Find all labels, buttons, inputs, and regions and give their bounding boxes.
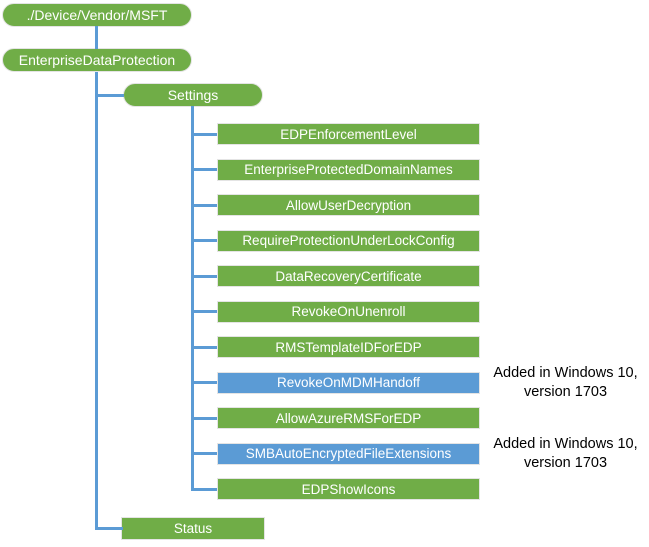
tree-node-smbautoencryptedfileextensions: SMBAutoEncryptedFileExtensions xyxy=(217,442,480,465)
tree-node-datarecoverycertificate: DataRecoveryCertificate xyxy=(217,265,480,287)
annotation-line2: version 1703 xyxy=(523,454,608,471)
tree-node-allowazurermsforedp: AllowAzureRMSForEDP xyxy=(217,407,480,429)
connector-branch-settings xyxy=(96,94,124,97)
tree-node-revokeonunenroll: RevokeOnUnenroll xyxy=(217,300,480,323)
annotation-line2: version 1703 xyxy=(523,383,608,400)
connector-branch-child xyxy=(192,274,217,278)
node-status: Status xyxy=(121,517,265,540)
connector-branch-child xyxy=(192,310,217,313)
tree-node-edpshowicons: EDPShowIcons xyxy=(217,478,480,500)
connector-branch-child xyxy=(192,487,217,491)
connector-branch-child xyxy=(192,203,217,207)
annotation-added-windows10: Added in Windows 10, version 1703 xyxy=(482,364,649,402)
connector-root-to-edp xyxy=(95,26,98,49)
node-root-path: ./Device/Vendor/MSFT xyxy=(2,3,192,27)
node-enterprise-data-protection: EnterpriseDataProtection xyxy=(2,48,192,72)
connector-branch-child xyxy=(192,381,217,384)
tree-node-rmstemplateidforedp: RMSTemplateIDForEDP xyxy=(217,336,480,358)
connector-branch-child xyxy=(192,452,217,455)
tree-node-enterpriseprotecteddomainnames: EnterpriseProtectedDomainNames xyxy=(217,158,480,181)
tree-node-edpenforcementlevel: EDPEnforcementLevel xyxy=(217,123,480,145)
connector-branch-child xyxy=(192,345,217,349)
annotation-added-windows10: Added in Windows 10, version 1703 xyxy=(482,435,649,473)
node-settings: Settings xyxy=(123,83,263,107)
annotation-line1: Added in Windows 10, xyxy=(493,364,638,381)
connector-branch-child xyxy=(192,132,217,136)
connector-settings-trunk xyxy=(191,106,194,491)
connector-branch-child xyxy=(192,416,217,420)
connector-branch-child xyxy=(192,168,217,171)
annotation-line1: Added in Windows 10, xyxy=(493,435,638,452)
tree-node-revokeonmdmhandoff: RevokeOnMDMHandoff xyxy=(217,371,480,394)
tree-node-allowuserdecryption: AllowUserDecryption xyxy=(217,194,480,216)
connector-edp-trunk xyxy=(95,72,98,530)
connector-branch-status xyxy=(95,527,123,530)
tree-node-requireprotectionunderlockconfig: RequireProtectionUnderLockConfig xyxy=(217,229,480,252)
connector-branch-child xyxy=(192,239,217,242)
